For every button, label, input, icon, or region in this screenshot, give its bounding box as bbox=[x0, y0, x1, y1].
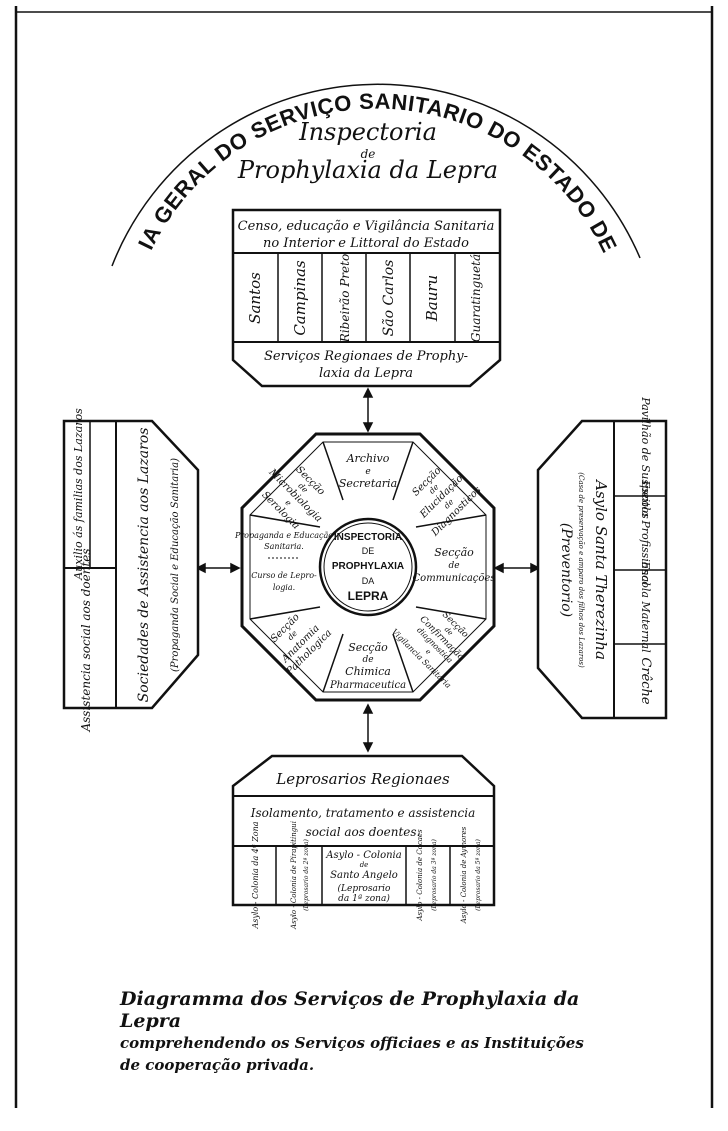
colonia-4-zona: Asylo - Colonia da 4ª Zona bbox=[251, 821, 260, 929]
core-line-4: DA bbox=[362, 576, 375, 586]
city-guaratingueta: Guaratinguetá bbox=[469, 254, 483, 342]
city-santos: Santos bbox=[246, 272, 264, 324]
santo-angelo-l4: (Leprosario bbox=[338, 883, 391, 894]
leprosaria-box: Leprosarios Regionaes Isolamento, tratam… bbox=[231, 754, 496, 930]
colonia-cocaes-sub: (Leprosario da 3ª zona) bbox=[431, 839, 438, 911]
city-ribeirao-preto: Ribeirão Preto bbox=[338, 254, 352, 343]
colonia-pirapitingui: Asylo - Colonia de Pirapitingui bbox=[290, 821, 298, 930]
regional-header-1: Censo, educação e Vigilância Sanitaria bbox=[238, 219, 495, 234]
santo-angelo-l1: Asylo - Colonia bbox=[325, 850, 401, 861]
colonia-aymores-sub: (Leprosario da 5ª zona) bbox=[475, 839, 482, 911]
core-line-1: INSPECTORIA bbox=[334, 532, 402, 543]
core-inner-circle bbox=[323, 522, 413, 612]
diagram-caption: Diagramma dos Serviços de Prophylaxia da… bbox=[120, 988, 640, 1076]
section-archive-l1: Archivo bbox=[346, 452, 390, 465]
colonia-cocaes: Asylo - Colonia de Cocaes bbox=[416, 829, 424, 922]
left-sociedades-sub: (Propaganda Social e Educação Sanitaria) bbox=[170, 458, 181, 672]
leprosaria-outline bbox=[231, 754, 496, 907]
right-asylo-subtitle: (Casa de preservação e amparo dos filhos… bbox=[577, 472, 585, 668]
section-communications-l2: de bbox=[448, 561, 459, 571]
regional-services-box: Censo, educação e Vigilância Sanitaria n… bbox=[231, 208, 502, 388]
core-circle bbox=[318, 517, 418, 617]
section-propaganda-l2: Sanitaria. bbox=[264, 542, 304, 551]
section-propaganda-l1: Propaganda e Educação bbox=[234, 531, 333, 540]
central-inspectorate: INSPECTORIA DE PROPHYLAXIA DA LEPRA Arch… bbox=[234, 432, 496, 702]
right-cell-pavilhao: Pavilhão de Suspeitos bbox=[639, 396, 652, 519]
section-archive-l2: e bbox=[365, 467, 370, 477]
city-campinas: Campinas bbox=[291, 260, 309, 336]
title-line-1: Inspectoria bbox=[298, 118, 437, 146]
section-archive-l3: Secretaria bbox=[339, 477, 397, 490]
city-sao-carlos: São Carlos bbox=[381, 260, 397, 337]
core-line-5: LEPRA bbox=[348, 589, 389, 603]
city-bauru: Bauru bbox=[423, 275, 441, 322]
left-auxilio-l1: Auxilio ás familias dos Lazaros bbox=[72, 408, 85, 581]
preventorio-box: Pavilhão de Suspeitos Escola Profissiona… bbox=[536, 396, 668, 720]
section-chemistry-l4: Pharmaceutica bbox=[329, 680, 406, 691]
section-microbiology-l4: e bbox=[283, 498, 293, 508]
right-cell-escola-prof: Escola Profissional bbox=[639, 479, 652, 586]
regional-footer-1: Serviços Regionaes de Prophy- bbox=[264, 349, 468, 364]
leprosaria-sub-2: social aos doentes. bbox=[306, 825, 421, 839]
title-line-3: Prophylaxia da Lepra bbox=[237, 156, 498, 184]
section-communications-l1: Secção bbox=[434, 546, 474, 559]
right-preventorio: (Preventorio) bbox=[558, 523, 574, 617]
left-sociedades-title: Sociedades de Assistencia aos Lazaros bbox=[136, 428, 152, 703]
section-chemistry-l1: Secção bbox=[348, 641, 388, 654]
caption-line-2: comprehendendo os Serviços officiaes e a… bbox=[120, 1034, 584, 1052]
caption-line-3: de cooperação privada. bbox=[120, 1056, 315, 1074]
santo-angelo-l5: da 1ª zona) bbox=[338, 893, 390, 904]
section-confirmation-l5: e bbox=[424, 648, 433, 657]
colonia-aymores: Asylo - Colonia de Aymores bbox=[460, 826, 468, 924]
right-cell-creche: Crêche bbox=[638, 657, 653, 705]
right-asylo-title: Asylo Santa Therezinha bbox=[592, 478, 610, 660]
regional-footer-2: laxia da Lepra bbox=[319, 366, 413, 381]
section-propaganda-l4: logia. bbox=[273, 583, 295, 592]
regional-header-2: no Interior e Littoral do Estado bbox=[263, 236, 469, 251]
colonia-pirapitingui-sub: (Leprosario da 2ª zona) bbox=[303, 839, 310, 911]
santo-angelo-l3: Santo Angelo bbox=[330, 870, 398, 881]
core-line-3: PROPHYLAXIA bbox=[332, 561, 404, 572]
leprosaria-sub-1: Isolamento, tratamento e assistencia bbox=[250, 806, 476, 820]
caption-line-1: Diagramma dos Serviços de Prophylaxia da… bbox=[120, 988, 580, 1032]
right-cell-escola-mat: Escola Maternal bbox=[639, 560, 652, 653]
section-chemistry-l3: Chimica bbox=[345, 665, 391, 678]
santo-angelo-l2: de bbox=[360, 861, 369, 869]
left-assistencia: Assistencia social aos doentes bbox=[79, 548, 93, 732]
core-line-2: DE bbox=[362, 546, 375, 556]
connector-arrows bbox=[195, 387, 541, 753]
section-propaganda-l3: Curso de Lepro- bbox=[251, 571, 317, 580]
section-chemistry-l2: de bbox=[362, 655, 373, 665]
section-confirmation-l2: de bbox=[443, 626, 455, 638]
leprosaria-header: Leprosarios Regionaes bbox=[275, 770, 450, 788]
assistance-societies-box: Auxilio ás familias dos Lazaros Assisten… bbox=[62, 408, 200, 733]
left-box-outline bbox=[62, 419, 200, 710]
title-line-2: de bbox=[361, 147, 376, 161]
section-communications-l3: Communicações bbox=[413, 573, 496, 584]
